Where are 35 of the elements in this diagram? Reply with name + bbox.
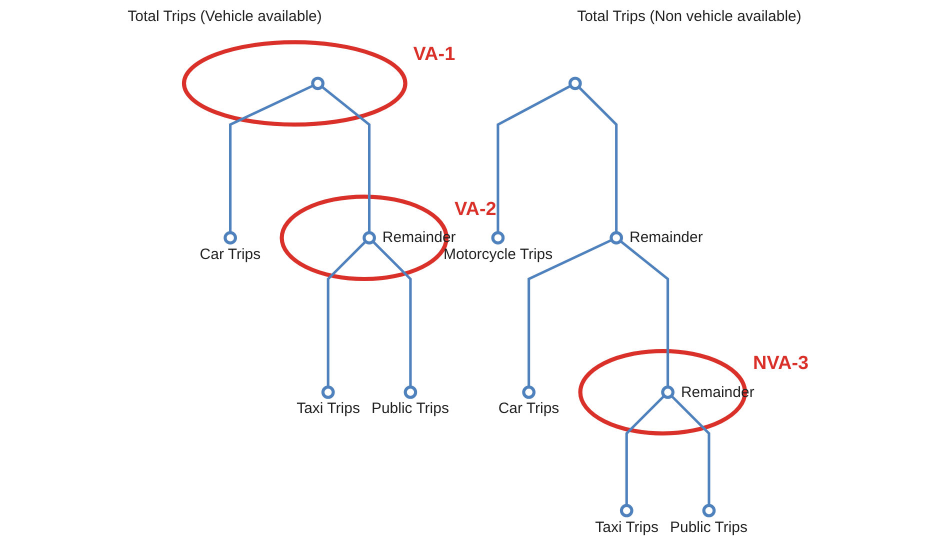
tree-node-circle xyxy=(610,231,624,245)
branch-line xyxy=(620,240,670,388)
branch-line xyxy=(326,240,367,388)
tree-node-circle xyxy=(522,386,536,399)
branch-line xyxy=(528,238,612,388)
tree-node-circle xyxy=(404,386,418,399)
tree-title: Total Trips (Non vehicle available) xyxy=(577,8,802,27)
node-label: Motorcycle Trips xyxy=(443,246,553,263)
tree-node-circle xyxy=(224,231,237,245)
node-label: Remainder xyxy=(629,229,703,246)
branch-line xyxy=(496,84,572,233)
highlight-label: VA-1 xyxy=(413,44,456,66)
branch-line xyxy=(321,86,371,233)
node-label: Taxi Trips xyxy=(595,518,658,536)
node-label: Car Trips xyxy=(498,400,560,418)
node-label: Taxi Trips xyxy=(296,400,360,418)
tree-node-circle xyxy=(620,504,634,518)
branch-line xyxy=(578,86,618,233)
node-label: Public Trips xyxy=(670,518,748,536)
branch-line xyxy=(625,394,666,506)
node-label: Public Trips xyxy=(371,400,449,418)
tree-node-circle xyxy=(568,76,582,90)
branch-line xyxy=(229,84,314,233)
tree-title: Total Trips (Vehicle available) xyxy=(128,8,322,27)
tree-node-circle xyxy=(661,386,674,399)
node-label: Car Trips xyxy=(200,246,261,263)
tree-node-circle xyxy=(321,386,335,399)
highlight-label: NVA-3 xyxy=(753,353,809,376)
tree-node-circle xyxy=(311,76,324,90)
tree-node-circle xyxy=(362,231,376,245)
branch-line xyxy=(670,394,710,506)
tree-node-circle xyxy=(702,504,716,518)
tree-node-circle xyxy=(491,231,505,245)
branch-line xyxy=(372,240,412,388)
highlight-label: VA-2 xyxy=(454,198,496,221)
